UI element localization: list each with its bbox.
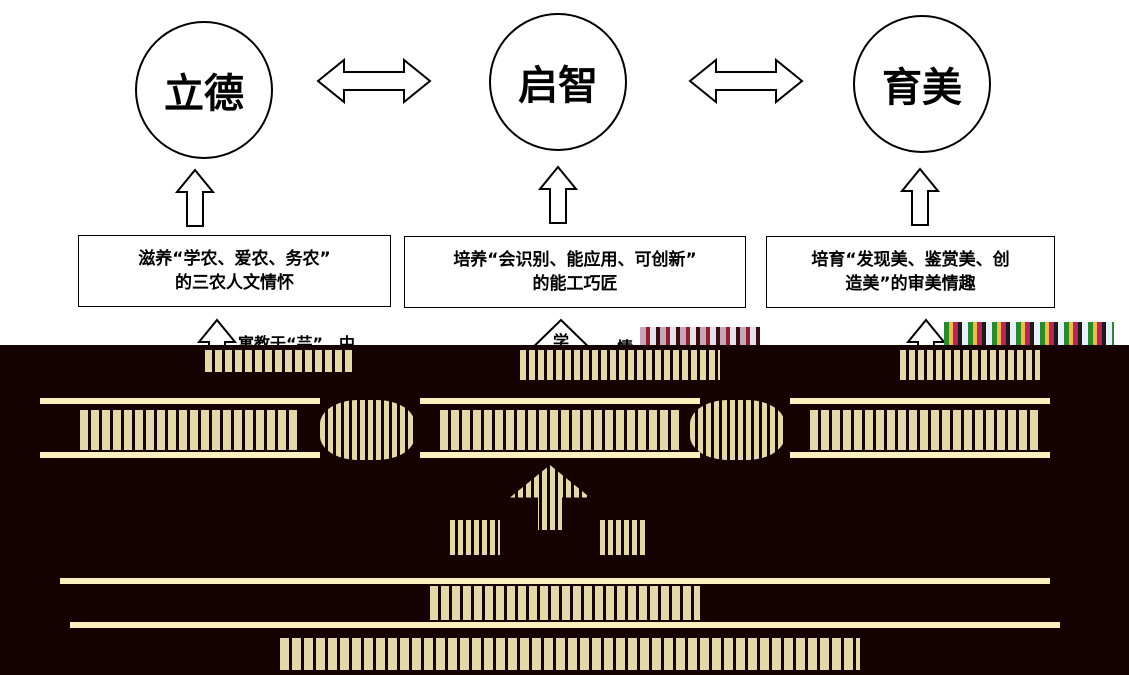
glitch-row1-right xyxy=(900,350,1040,380)
glitch-row2-mid xyxy=(440,410,680,450)
circle-yumei: 育美 xyxy=(853,15,991,153)
band-row3-left xyxy=(40,452,320,458)
noise-strip-right xyxy=(944,322,1114,346)
glitch-label-right xyxy=(600,520,645,555)
box-lide-line2: 的三农人文情怀 xyxy=(174,273,294,293)
circle-qizhi-label: 启智 xyxy=(518,63,598,109)
band-row2-right xyxy=(790,398,1050,404)
double-arrow-right-icon xyxy=(688,57,804,105)
glitch-row5 xyxy=(280,638,860,670)
circle-lide: 立德 xyxy=(135,21,273,159)
up-arrow-right-icon xyxy=(899,167,941,226)
box-yumei-line1: 培育“发现美、鉴赏美、创 xyxy=(811,250,1010,270)
glitch-diamond-left xyxy=(320,400,415,460)
circle-lide-label: 立德 xyxy=(164,71,244,117)
up-arrow-left-icon xyxy=(174,168,216,227)
box-yumei-goal: 培育“发现美、鉴赏美、创 造美”的审美情趣 xyxy=(766,236,1055,308)
glitch-row2-right xyxy=(810,410,1040,450)
glitch-label-left xyxy=(450,520,500,555)
box-yumei-line2: 造美”的审美情趣 xyxy=(845,274,976,294)
box-qizhi-goal: 培养“会识别、能应用、可创新” 的能工巧匠 xyxy=(404,236,746,308)
band-row2-left xyxy=(40,398,320,404)
noise-strip-mid xyxy=(640,327,760,345)
band-row5 xyxy=(70,622,1060,628)
band-row3-mid xyxy=(420,452,700,458)
glitch-row1-mid xyxy=(520,350,720,380)
box-qizhi-line2: 的能工巧匠 xyxy=(532,274,618,294)
glitch-diamond-right xyxy=(690,400,785,460)
glitch-row2-left xyxy=(80,410,300,450)
circle-yumei-label: 育美 xyxy=(882,65,962,111)
circle-qizhi: 启智 xyxy=(489,13,627,151)
box-qizhi-line1: 培养“会识别、能应用、可创新” xyxy=(453,250,697,270)
double-arrow-left-icon xyxy=(316,57,432,105)
box-lide-goal: 滋养“学农、爱农、务农” 的三农人文情怀 xyxy=(78,235,391,307)
glitch-row1-left xyxy=(205,350,355,372)
band-row4 xyxy=(60,578,1050,584)
up-arrow-middle-icon xyxy=(537,165,579,224)
band-row2-mid xyxy=(420,398,700,404)
box-lide-line1: 滋养“学农、爱农、务农” xyxy=(138,249,331,269)
glitch-row4-center xyxy=(430,586,700,620)
band-row3-right xyxy=(790,452,1050,458)
